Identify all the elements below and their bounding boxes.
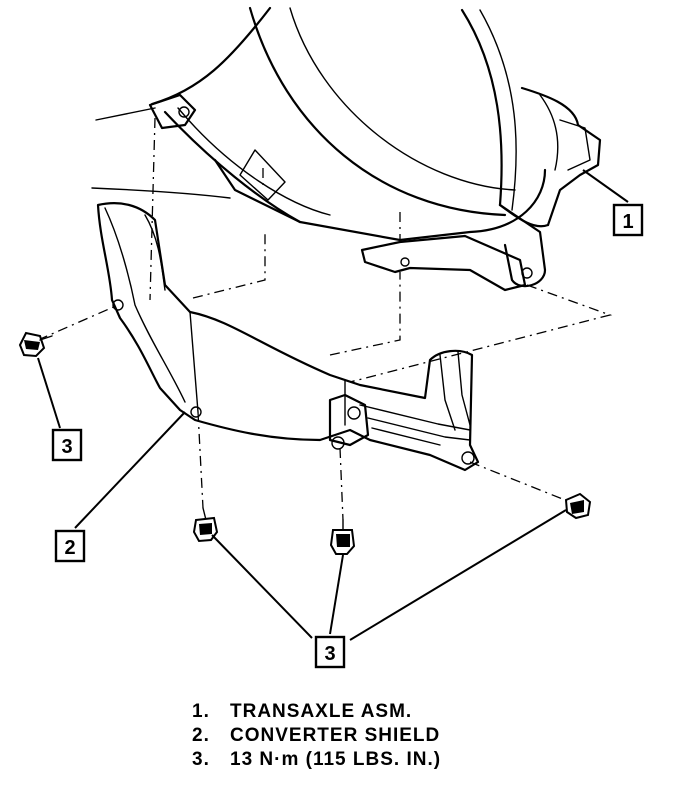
bolt-lower-middle: [329, 519, 356, 555]
legend-item: 3. 13 N·m (115 LBS. IN.): [192, 748, 612, 772]
converter-shield: [96, 202, 480, 472]
legend-item: 2. CONVERTER SHIELD: [192, 724, 612, 748]
bolt-right: [564, 492, 592, 520]
callout-1: 1: [612, 203, 644, 237]
bolt-left: [18, 331, 53, 358]
legend-number: 2.: [192, 725, 210, 746]
legend-text: TRANSAXLE ASM.: [230, 701, 413, 722]
svg-text:3: 3: [61, 436, 72, 458]
svg-text:1: 1: [622, 211, 633, 233]
callout-3-bottom: 3: [314, 635, 346, 669]
legend-text: 13 N·m (115 LBS. IN.): [230, 749, 442, 770]
legend-number: 1.: [192, 701, 210, 722]
svg-text:3: 3: [324, 643, 335, 665]
svg-text:2: 2: [64, 537, 75, 559]
alignment-lines: [37, 117, 613, 521]
leader-lines: [37, 169, 629, 641]
callout-3-left: 3: [51, 428, 83, 462]
bolt-lower-left: [192, 507, 219, 543]
legend-item: 1. TRANSAXLE ASM.: [192, 700, 612, 724]
transaxle-assembly: [91, 6, 602, 292]
callout-2: 2: [54, 529, 86, 563]
parts-legend: 1. TRANSAXLE ASM. 2. CONVERTER SHIELD 3.…: [192, 700, 612, 772]
legend-text: CONVERTER SHIELD: [230, 725, 441, 746]
legend-number: 3.: [192, 749, 210, 770]
